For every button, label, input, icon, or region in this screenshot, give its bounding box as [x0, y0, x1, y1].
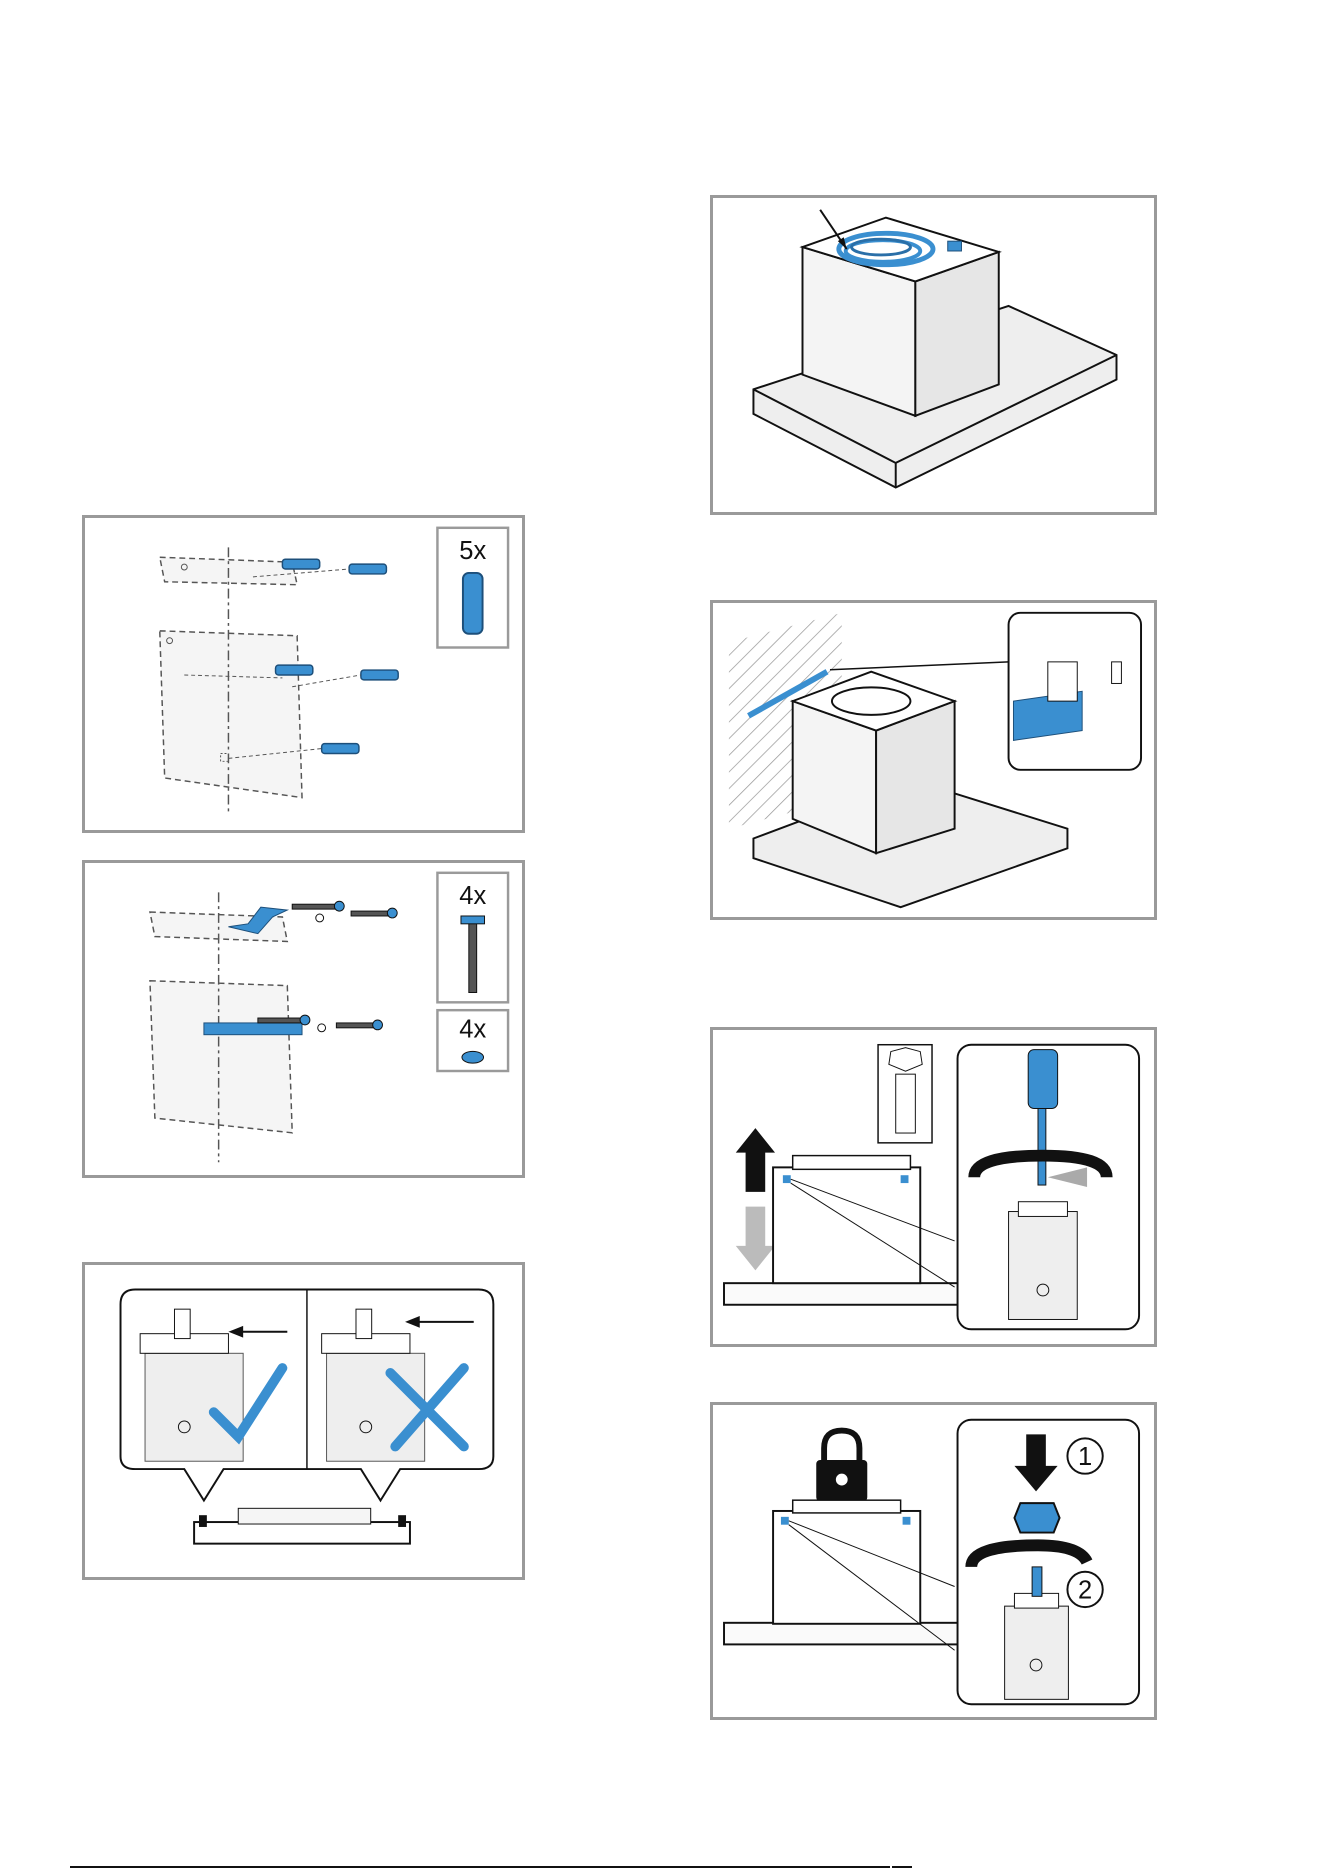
- hex-nut-icon: [1014, 1503, 1059, 1532]
- footer-rule: [70, 1866, 890, 1868]
- screw-quantity-label: 4x: [459, 882, 486, 910]
- washer-icon: [462, 1051, 484, 1063]
- torx-screwdriver-icon: [878, 1045, 932, 1143]
- arrow-down-icon: [736, 1207, 775, 1271]
- padlock-icon: [816, 1431, 867, 1502]
- arrow-up-icon: [736, 1128, 775, 1192]
- step-number-one: 1: [1078, 1443, 1092, 1471]
- panel-wall-bracket: [710, 600, 1157, 920]
- panel-wall-plugs: 5x: [82, 515, 525, 833]
- bracket-mounting-illustration: 4x 4x: [85, 863, 522, 1175]
- drilling-template-illustration: 5x: [85, 518, 522, 830]
- panel-level-check: [82, 1262, 525, 1580]
- plug-quantity-label: 5x: [459, 537, 486, 565]
- panel-torx-adjust: [710, 1027, 1157, 1347]
- step-number-two: 2: [1078, 1576, 1092, 1604]
- wall-bracket-illustration: [713, 603, 1154, 917]
- panel-cable-chimney: [710, 195, 1157, 515]
- washer-quantity-label: 4x: [459, 1016, 486, 1044]
- leveling-check-illustration: [85, 1265, 522, 1577]
- chimney-cable-illustration: [713, 198, 1154, 512]
- height-adjustment-illustration: [713, 1030, 1154, 1344]
- lock-nut-illustration: 1 2: [713, 1405, 1154, 1717]
- panel-lock-nut: 1 2: [710, 1402, 1157, 1720]
- panel-screws-washers: 4x 4x: [82, 860, 525, 1178]
- footer-rule-end: [892, 1866, 912, 1868]
